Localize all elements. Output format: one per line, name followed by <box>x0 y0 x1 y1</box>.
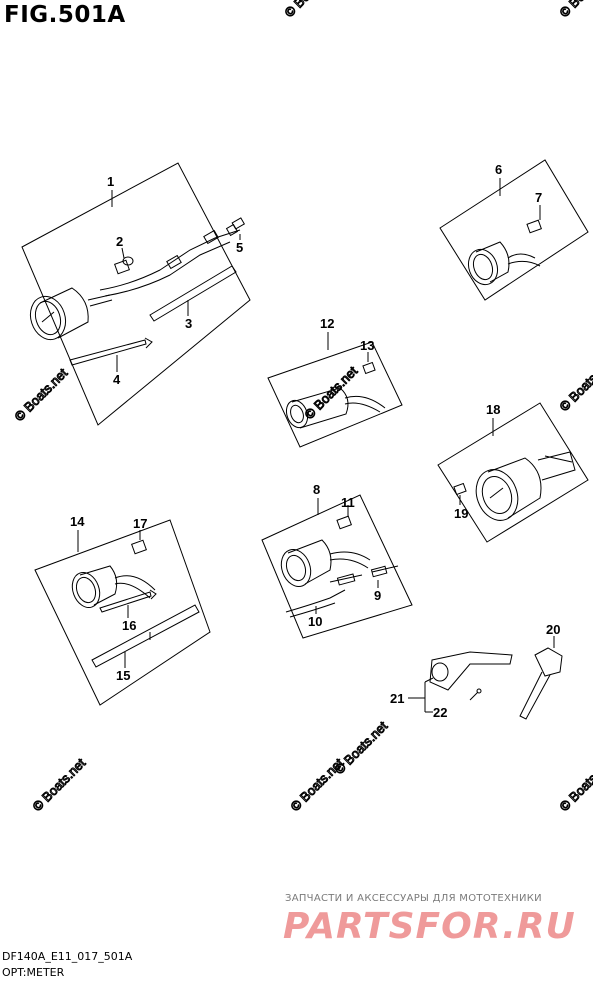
callout-8: 8 <box>313 482 320 497</box>
callout-6: 6 <box>495 162 502 177</box>
tie-4 <box>69 337 153 372</box>
gauge-8 <box>280 539 371 587</box>
watermark-text: © Boats.net <box>557 0 593 20</box>
tube-3 <box>149 265 237 322</box>
callout-13: 13 <box>360 338 374 353</box>
watermark-text: © Boats.net <box>332 718 391 777</box>
callout-20: 20 <box>546 622 560 637</box>
watermark-text: © Boats.net <box>557 755 593 814</box>
callout-3: 3 <box>185 316 192 331</box>
trim-bracket-21 <box>408 651 513 713</box>
bulb-17 <box>131 530 147 555</box>
gauge-18 <box>475 451 576 521</box>
gauge-12 <box>285 387 386 429</box>
promo-brand-logo: PARTSFOR.RU <box>283 906 576 947</box>
watermark-text: © Boats.net <box>12 365 71 424</box>
watermark-text: © Boats.net <box>557 355 593 414</box>
callout-5: 5 <box>236 240 243 255</box>
callout-17: 17 <box>133 516 147 531</box>
gauge-14 <box>71 565 156 608</box>
panel-group-1 <box>21 162 251 426</box>
gauge-1 <box>29 287 113 341</box>
callout-10: 10 <box>308 614 322 629</box>
callout-19: 19 <box>454 506 468 521</box>
callouts: 1 2 3 4 5 6 7 8 9 10 11 12 13 14 15 16 1… <box>70 162 560 720</box>
callout-11: 11 <box>341 495 355 510</box>
footer-section: OPT:METER <box>2 966 65 979</box>
panel-group-6 <box>439 159 589 301</box>
tie-16 <box>99 589 157 618</box>
bulb-19 <box>453 482 467 505</box>
callout-4: 4 <box>113 372 121 387</box>
watermark-text: © Boats.net <box>302 363 361 422</box>
callout-14: 14 <box>70 514 85 529</box>
callout-9: 9 <box>374 588 381 603</box>
screw-22 <box>469 688 482 701</box>
harness-9 <box>329 565 399 588</box>
watermarks: © Boats.net © Boats.net © Boats.net © Bo… <box>11 0 593 815</box>
figure-title: FIG.501A <box>4 2 126 28</box>
panel-group-18 <box>437 402 589 543</box>
panel-group-8 <box>261 494 413 639</box>
gauge-6 <box>467 241 541 286</box>
bulb-2 <box>114 247 134 275</box>
callout-2: 2 <box>116 234 123 249</box>
callout-21: 21 <box>390 691 404 706</box>
callout-18: 18 <box>486 402 500 417</box>
callout-22: 22 <box>433 705 447 720</box>
promo-tagline: ЗАПЧАСТИ И АКСЕССУАРЫ ДЛЯ МОТОТЕХНИКИ <box>285 893 542 904</box>
tube-15 <box>91 604 200 668</box>
plug-5 <box>231 217 246 240</box>
watermark-text: © Boats.net <box>282 0 341 20</box>
bulb-11 <box>336 505 352 530</box>
footer-code: DF140A_E11_017_501A <box>2 950 133 963</box>
panel-group-14 <box>34 519 211 706</box>
bulb-7 <box>526 205 542 234</box>
callout-7: 7 <box>535 190 542 205</box>
callout-12: 12 <box>320 316 334 331</box>
watermark-text: © Boats.net <box>30 755 89 814</box>
trim-lever-20 <box>519 636 563 720</box>
harness-10 <box>285 589 346 618</box>
callout-1: 1 <box>107 174 114 189</box>
panel-group-12 <box>267 341 403 448</box>
callout-16: 16 <box>122 618 136 633</box>
callout-15: 15 <box>116 668 130 683</box>
bulb-13 <box>362 352 376 375</box>
